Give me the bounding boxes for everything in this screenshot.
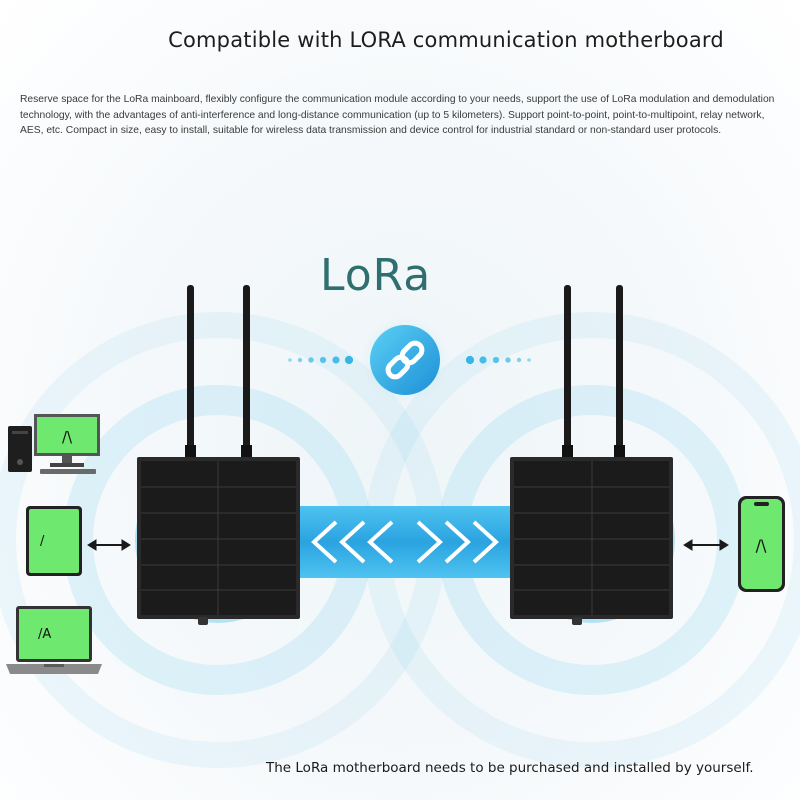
double-arrow-right-icon	[683, 539, 729, 551]
data-transfer-band	[290, 506, 520, 578]
desktop-screen-text: /\	[62, 428, 73, 446]
tablet-icon: /	[26, 506, 82, 576]
desktop-computer-icon: /\	[8, 414, 100, 474]
page-title: Compatible with LORA communication mothe…	[168, 28, 724, 52]
laptop-screen-text: /A	[38, 627, 51, 642]
purchase-note: The LoRa motherboard needs to be purchas…	[266, 760, 754, 776]
tablet-screen-text: /	[40, 534, 45, 549]
signal-dots-left	[288, 355, 354, 365]
solar-lora-unit-right	[510, 285, 673, 625]
double-arrow-left-icon	[87, 539, 131, 551]
phone-screen-text: /\	[756, 536, 767, 555]
laptop-icon: /A	[6, 606, 102, 674]
feature-description: Reserve space for the LoRa mainboard, fl…	[20, 94, 775, 136]
solar-lora-unit-left	[137, 285, 300, 625]
smartphone-icon: /\	[738, 496, 785, 592]
chain-link-icon	[361, 316, 449, 404]
signal-dots-right	[465, 355, 531, 365]
lora-label: LoRa	[320, 250, 432, 301]
